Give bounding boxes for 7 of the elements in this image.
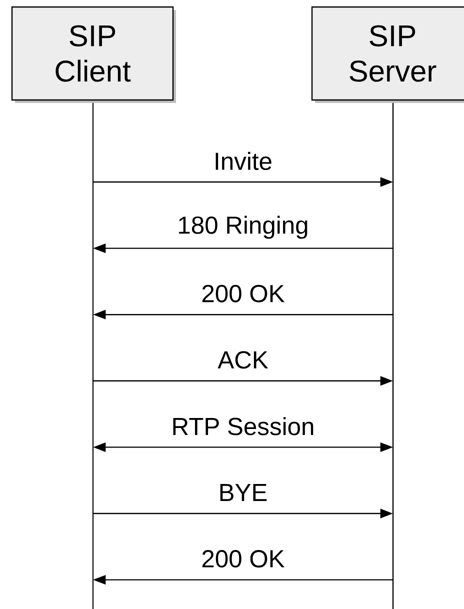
message-label: ACK: [218, 351, 268, 369]
message-label: BYE: [220, 484, 267, 501]
message-label: 200 OK: [202, 550, 285, 568]
message-label: 180 Ringing: [179, 216, 308, 239]
message-label: 200 OK: [202, 284, 285, 302]
message-label: Invite: [216, 152, 272, 170]
message-label: RTP Session: [173, 417, 314, 436]
